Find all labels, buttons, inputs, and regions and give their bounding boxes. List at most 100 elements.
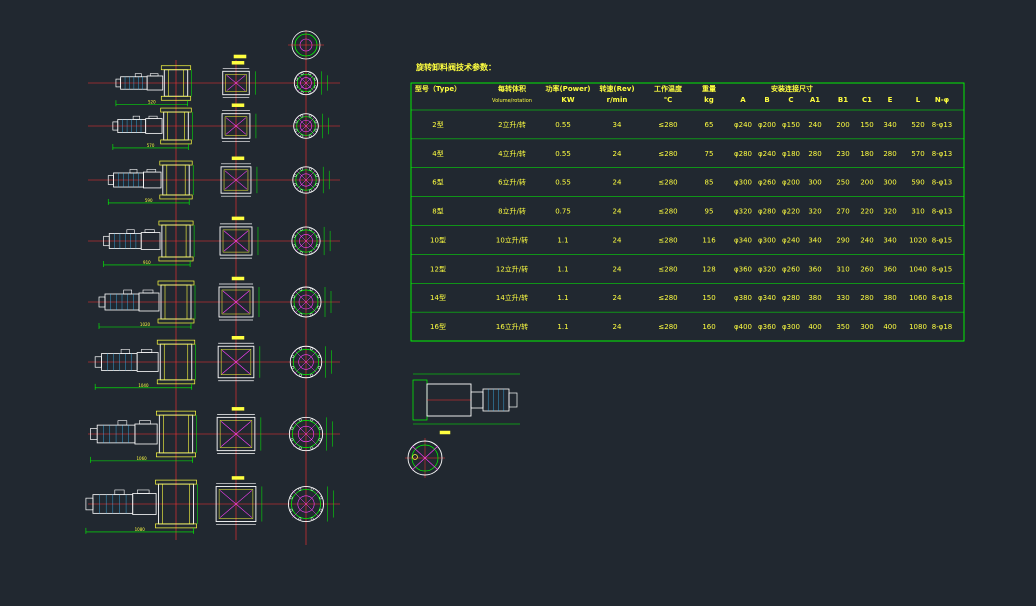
bolt-hole (309, 189, 312, 193)
table-cell: 16型 (430, 322, 446, 331)
motor-fan-cap (90, 428, 98, 440)
rotor-vane (222, 290, 250, 314)
flange-bore (298, 294, 314, 310)
valve-flange-bottom (159, 194, 193, 200)
bolt-hole (299, 373, 302, 377)
table-cell: 0.55 (555, 121, 571, 129)
bolt-hole (310, 487, 314, 491)
rotor-vane (294, 290, 318, 314)
table-cell: 310 (836, 265, 849, 273)
table-cell: 340 (808, 236, 821, 244)
dim-mark (231, 156, 245, 161)
table-header: 型号（Type）每转体积Volume/rotation功率(Power)KW转速… (415, 84, 950, 104)
bolt-hole (289, 508, 293, 512)
table-grid (410, 82, 965, 342)
bolt-hole (317, 295, 320, 299)
valve-flange-top (160, 65, 192, 71)
table-cell: 16立升/转 (496, 322, 528, 331)
bolt-hole (298, 517, 302, 521)
table-cell: 116 (702, 236, 716, 244)
motor-fan-cap (115, 78, 121, 88)
bolt-hole (308, 134, 312, 138)
flange-bolt-circle (292, 348, 320, 376)
table-cell: 300 (808, 179, 821, 187)
gearbox-top (141, 349, 153, 353)
table-cell: 520 (911, 121, 924, 129)
bolt-hole (299, 227, 303, 231)
detail-motor (482, 388, 510, 412)
table-cell: ≤280 (658, 150, 677, 158)
table-cell: 320 (883, 208, 896, 216)
gearbox-top (137, 489, 150, 494)
table-cell: 8-φ13 (932, 150, 953, 158)
table-cell: 230 (836, 150, 849, 158)
bolt-hole (300, 114, 304, 118)
table-cell: 360 (808, 265, 821, 273)
flange-circle (289, 345, 323, 379)
table-cell: 280 (883, 150, 896, 158)
gearbox-top (144, 229, 155, 233)
valve-body-front (221, 113, 251, 139)
valve-body-inner (224, 116, 248, 136)
bolt-hole (318, 438, 322, 442)
bolt-hole (289, 496, 293, 500)
title-mark (233, 54, 247, 59)
table-cell: φ180 (782, 150, 800, 158)
table-cell: φ220 (782, 208, 800, 216)
valve-assembly: 1020 (88, 276, 340, 329)
table-cell: 0.75 (555, 208, 571, 216)
detail-fan-cap (508, 392, 518, 408)
table-cell: ≤280 (658, 179, 677, 187)
table-header-dim: A (740, 96, 746, 104)
gearbox-top (148, 115, 158, 119)
table-cell: 24 (613, 236, 622, 244)
valve-body-front (215, 486, 257, 523)
table-cell: 95 (705, 208, 714, 216)
table-cell: 240 (860, 236, 873, 244)
table-cell: φ150 (782, 121, 800, 129)
table-cell: 1.1 (557, 323, 568, 331)
flange-bore (300, 77, 312, 89)
valve-flange-bottom (155, 523, 197, 529)
valve-flange-bottom (156, 452, 197, 458)
rotor-vane (220, 421, 252, 447)
table-header-cell: 安装连接尺寸 (771, 84, 813, 93)
valve-assembly: 910 (88, 216, 340, 267)
bolt-hole (317, 366, 321, 369)
rotor-vane (294, 350, 318, 374)
bolt-hole (291, 355, 295, 358)
table-cell: φ340 (758, 294, 776, 302)
table-cell: φ240 (734, 121, 752, 129)
table-header-unit: KW (561, 96, 574, 104)
bolt-hole (310, 347, 313, 351)
table-cell: 8-φ15 (932, 236, 953, 244)
motor-fan-cap (98, 296, 106, 308)
valve-body-front (220, 166, 252, 194)
table-header-cell: 工作温度 (654, 84, 683, 93)
table-cell: 85 (705, 179, 714, 187)
table-cell: 10型 (430, 235, 446, 244)
bolt-hole (292, 295, 295, 299)
table-cell: ≤280 (658, 121, 677, 129)
table-header-cell: 型号（Type） (415, 84, 461, 93)
flange-circle (288, 416, 324, 452)
detail-view (405, 373, 520, 478)
table-cell: φ200 (782, 179, 800, 187)
table-cell: 280 (808, 150, 821, 158)
bolt-hole (300, 90, 304, 94)
valve-assembly: 1080 (85, 476, 340, 534)
dimension-label: 1080 (135, 527, 146, 532)
valve-assembly: 1060 (88, 407, 340, 463)
flange-circle (290, 286, 322, 318)
table-cell: 340 (883, 121, 896, 129)
table-cell: 8-φ13 (932, 179, 953, 187)
bolt-hole (299, 251, 303, 255)
bolt-hole (308, 114, 312, 118)
bolt-hole (316, 244, 320, 248)
table-cell: φ260 (758, 179, 776, 187)
table-cell: φ300 (782, 323, 800, 331)
spec-table: 旋转卸料阀技术参数： 型号（Type）每转体积Volume/rotation功率… (410, 62, 965, 342)
